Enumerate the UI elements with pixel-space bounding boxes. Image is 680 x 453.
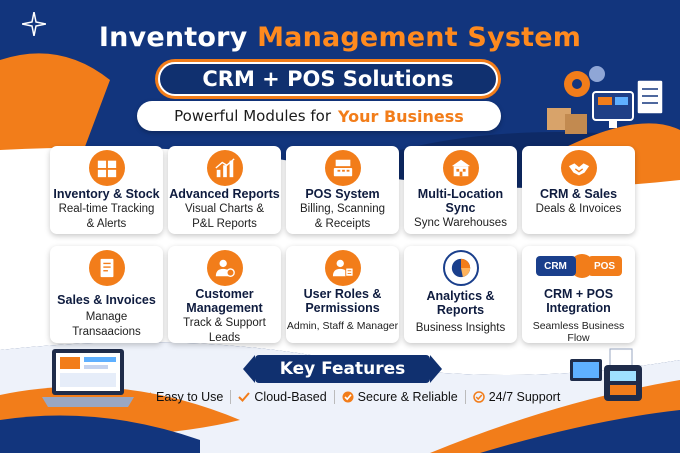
module-desc-line-1: Track & Support [183,317,266,329]
feature-label: Secure & Reliable [357,390,458,404]
crm-pos-link-icon: CRM POS [535,254,622,278]
module-card-analytics[interactable]: Analytics & Reports Business Insights [404,246,517,343]
module-desc-line-1: Billing, Scanning [299,203,386,215]
subtitle-pill: CRM + POS Solutions [158,62,498,96]
invoice-icon [88,250,125,286]
divider [464,390,466,404]
module-title-line-1: Multi-Location [417,187,504,201]
divider [333,390,335,404]
module-desc-line-1: Deals & Invoices [535,203,622,215]
feature-label: Easy to Use [156,390,224,404]
shield-check-icon [342,391,354,403]
module-card-customer-management[interactable]: Customer Management Track & Support Lead… [168,246,281,344]
module-desc-line-1: Seamless Business Flow [532,320,625,344]
pos-label: POS [587,256,622,276]
module-title-line-2: Permissions [305,301,380,315]
key-features-heading-text: Key Features [279,359,406,379]
feature-label: Cloud-Based [254,390,327,404]
feature-item: Cloud-Based [238,390,327,404]
user-roles-icon [324,250,361,286]
feature-item: 24/7 Support [472,390,561,404]
module-desc-line-1: Business Insights [415,322,506,334]
module-title: Inventory & Stock [53,187,160,201]
customer-gear-icon [206,250,243,286]
module-desc-line-2: Leads [208,332,241,344]
sparkle-icon [22,12,46,36]
module-card-crm-pos-integration[interactable]: CRM POS CRM + POS Integration Seamless B… [522,246,635,344]
module-card-sales-invoices[interactable]: Sales & Invoices Manage Transaacions [50,246,163,343]
module-desc-line-1: Real-time Tracking [58,203,155,215]
warehouse-boxes-icon [88,150,125,186]
module-desc-line-2: P&L Reports [192,218,257,230]
module-desc-line-1: Visual Charts & [184,203,265,215]
title-part-2: Management System [257,22,582,53]
laptop-dashboard-icon [42,349,134,407]
module-desc-line-1: Manage [85,311,128,323]
check-icon [140,392,152,402]
key-features-heading: Key Features [243,355,442,383]
building-icon [442,150,479,186]
module-title-line-1: CRM + POS [543,287,614,301]
module-card-advanced-reports[interactable]: Advanced Reports Visual Charts & P&L Rep… [168,146,281,234]
module-title-line-1: Analytics & [426,289,495,303]
tagline-part-2: Your Business [337,106,464,126]
subtitle-text: CRM + POS Solutions [202,67,454,91]
business-illustration-icon [547,66,664,134]
cash-register-icon [324,150,361,186]
key-features-list: Easy to Use Cloud-Based Secure & Reliabl… [140,384,610,410]
title-part-1: Inventory [98,22,248,53]
module-title-line-2: Integration [546,301,611,315]
module-card-multi-location[interactable]: Multi-Location Sync Sync Warehouses [404,146,517,234]
module-desc-line-2: & Alerts [86,218,127,230]
module-desc-line-1: Admin, Staff & Manager [286,320,399,332]
module-title-line-2: Management [186,301,263,315]
check-icon [238,392,251,402]
module-desc-line-2: Transaacions [72,326,141,338]
module-desc-line-2: & Receipts [314,218,371,230]
support-check-icon [472,391,485,403]
module-title: CRM & Sales [539,187,618,201]
handshake-icon [560,150,597,186]
divider [230,390,232,404]
module-title: Sales & Invoices [57,293,156,307]
module-desc-line-1: Sync Warehouses [414,217,507,229]
bar-chart-icon [206,150,243,186]
module-title-line-1: Customer [195,287,254,301]
module-card-user-roles[interactable]: User Roles & Permissions Admin, Staff & … [286,246,399,343]
pie-chart-icon [442,250,479,286]
module-card-pos-system[interactable]: POS System Billing, Scanning & Receipts [286,146,399,234]
module-title-line-2: Sync [445,201,476,215]
crm-label: CRM [535,256,576,276]
module-card-inventory[interactable]: Inventory & Stock Real-time Tracking & A… [50,146,163,234]
feature-label: 24/7 Support [488,390,561,404]
module-card-crm-sales[interactable]: CRM & Sales Deals & Invoices [522,146,635,234]
page-title: Inventory Management System [0,22,680,53]
feature-item: Easy to Use [140,390,223,404]
tagline-pill: Powerful Modules for Your Business [137,101,501,131]
module-title: Advanced Reports [169,187,280,201]
module-title-line-2: Reports [436,303,485,317]
pos-terminal-icon [570,348,642,401]
module-title: POS System [305,187,380,201]
tagline-part-1: Powerful Modules for [174,107,331,125]
feature-item: Secure & Reliable [342,390,458,404]
module-title-line-1: User Roles & [303,287,382,301]
